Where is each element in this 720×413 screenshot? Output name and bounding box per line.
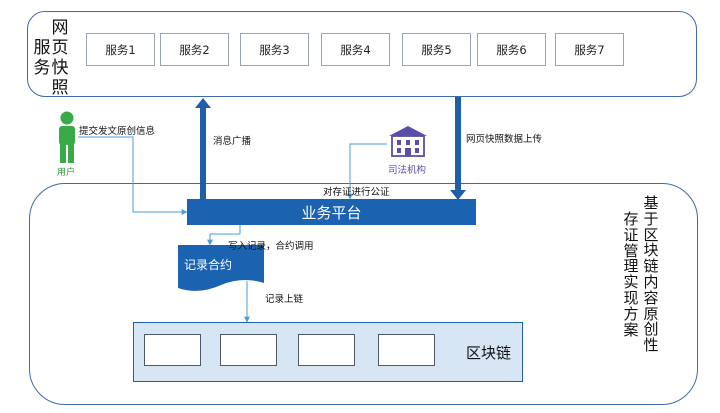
service-box-5: 服务5: [402, 33, 471, 66]
record-contract-label: 记录合约: [184, 258, 233, 272]
broadcast-label: 消息广播: [213, 136, 252, 147]
solution-title-line1: 基于区块链内容原创性: [643, 194, 659, 355]
platform-to-contract-line: [207, 225, 241, 246]
service-box-3: 服务3: [240, 33, 309, 66]
block-4: [378, 334, 435, 366]
services-frame: [27, 11, 697, 97]
services-title-line1: 网页快照: [51, 18, 69, 98]
solution-title-line2: 存证管理实现方案: [623, 210, 639, 339]
solution-frame: [29, 183, 698, 405]
judicial-building-icon: [389, 126, 427, 157]
user-label: 用户: [57, 168, 76, 178]
service-box-1: 服务1: [86, 33, 155, 66]
service-box-2: 服务2: [160, 33, 229, 66]
user-action-label: 提交发文原创信息: [79, 126, 156, 137]
service-box-6: 服务6: [477, 33, 546, 66]
judicial-label: 司法机构: [388, 165, 427, 176]
write-record-label: 写入记录，合约调用: [228, 241, 314, 252]
service-box-7: 服务7: [555, 33, 624, 66]
service-box-4: 服务4: [321, 33, 390, 66]
broadcast-arrow: [195, 98, 211, 200]
upload-arrow: [450, 97, 466, 200]
record-contract-shape: [178, 245, 264, 291]
block-3: [298, 334, 355, 366]
notarize-label: 对存证进行公证: [323, 187, 390, 198]
block-1: [144, 334, 201, 366]
user-to-platform-line: [78, 136, 188, 215]
services-title-line2: 服务: [33, 38, 51, 78]
block-2: [220, 334, 277, 366]
user-icon: [59, 111, 75, 163]
judicial-to-platform-line: [347, 143, 387, 200]
onchain-label: 记录上链: [265, 294, 304, 305]
business-platform: 业务平台: [187, 199, 476, 225]
upload-label: 网页快照数据上传: [466, 134, 543, 145]
blockchain-label: 区块链: [466, 344, 512, 362]
